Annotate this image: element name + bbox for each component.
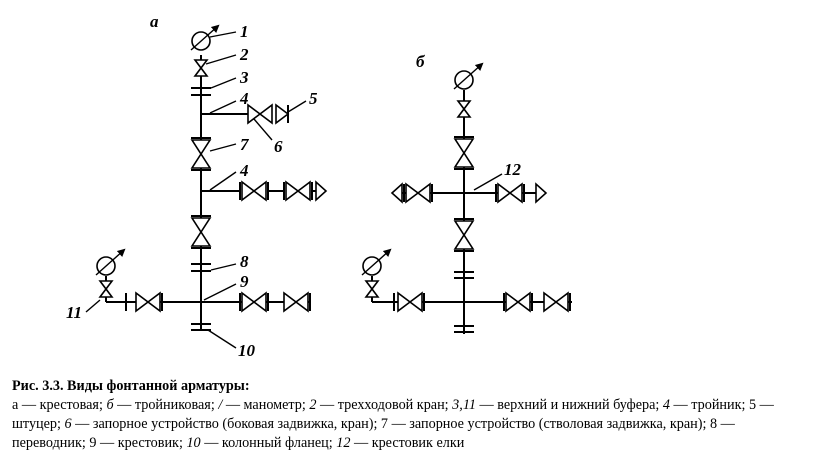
caption-part: 12 bbox=[336, 435, 351, 451]
adapter-icon bbox=[191, 263, 211, 272]
callout-2: 2 bbox=[239, 45, 249, 64]
side-valve-middle-icon bbox=[239, 180, 328, 202]
caption-part: — верхний и нижний буфера; bbox=[475, 397, 663, 413]
left-bottom-valve-icon bbox=[393, 291, 425, 313]
caption-title: Рис. 3.3. Виды фонтанной арматуры: bbox=[12, 378, 250, 394]
column-flange-icon bbox=[454, 325, 474, 333]
three-way-valve-icon bbox=[456, 100, 472, 118]
pressure-gauge-icon bbox=[453, 62, 484, 90]
caption-part: — крестовик елки bbox=[350, 435, 465, 451]
upper-buffer-icon bbox=[191, 87, 211, 96]
variant-b-tee-tree: б 12 bbox=[361, 52, 572, 334]
callout-1: 1 bbox=[240, 22, 249, 41]
callout-11: 11 bbox=[66, 303, 82, 322]
caption-part: 2 bbox=[309, 397, 317, 413]
column-flange-icon bbox=[191, 323, 211, 331]
caption-part: / bbox=[218, 397, 223, 413]
callout-8: 8 bbox=[240, 252, 249, 271]
variant-a-cross-tree: а 1 2 3 4 5 6 7 4 8 9 10 11 bbox=[66, 12, 328, 360]
caption-part: — колонный фланец; bbox=[200, 435, 337, 451]
stem-valve-lower-icon bbox=[190, 215, 212, 249]
stem-valve-upper-icon bbox=[453, 136, 475, 170]
callout-9: 9 bbox=[240, 272, 249, 291]
callout-6: 6 bbox=[274, 137, 283, 156]
caption-part: — манометр; bbox=[222, 397, 310, 413]
caption-part: 6 bbox=[64, 416, 72, 432]
caption-part: 10 bbox=[186, 435, 201, 451]
variant-a-label: а bbox=[150, 12, 159, 31]
callout-12: 12 bbox=[504, 160, 522, 179]
pressure-gauge-icon bbox=[190, 24, 220, 51]
caption-part: — тройник; 5 — штуцер; bbox=[12, 397, 774, 432]
stem-valve-lower-icon bbox=[453, 218, 475, 252]
callout-10: 10 bbox=[238, 341, 256, 360]
figure-caption: Рис. 3.3. Виды фонтанной арматуры: а — к… bbox=[12, 377, 808, 453]
caption-part: — тройниковая; bbox=[113, 397, 219, 413]
side-valve-upper-icon bbox=[247, 103, 290, 125]
caption-part: б bbox=[106, 397, 114, 413]
three-way-valve-icon bbox=[193, 59, 209, 77]
right-tree-valve-icon bbox=[495, 182, 548, 204]
caption-body: а — крестовая; б — тройниковая; / — мано… bbox=[12, 396, 808, 453]
callout-3: 3 bbox=[239, 68, 249, 87]
right-bottom-valve-icon bbox=[503, 291, 571, 313]
left-cross-valve-icon bbox=[125, 291, 163, 313]
callout-5: 5 bbox=[309, 89, 318, 108]
lower-gauge-assembly bbox=[361, 248, 394, 303]
right-cross-valve-icon bbox=[239, 291, 311, 313]
callout-4-lower: 4 bbox=[239, 161, 249, 180]
caption-part: — трехходовой кран; bbox=[316, 397, 453, 413]
wellhead-diagram: а 1 2 3 4 5 6 7 4 8 9 10 11 bbox=[66, 12, 572, 360]
caption-part: 3,11 bbox=[452, 397, 476, 413]
callout-4-upper: 4 bbox=[239, 89, 249, 108]
lower-gauge-assembly bbox=[95, 248, 126, 303]
adapter-icon bbox=[454, 271, 474, 279]
callout-7: 7 bbox=[240, 135, 250, 154]
left-tree-valve-icon bbox=[390, 182, 433, 204]
variant-b-label: б bbox=[416, 52, 426, 71]
caption-part: 4 bbox=[662, 397, 670, 413]
caption-part: а — крестовая; bbox=[12, 397, 107, 413]
stem-valve-upper-icon bbox=[190, 137, 212, 171]
caption-part: — запорное устройство (боковая задвижка,… bbox=[12, 416, 735, 451]
